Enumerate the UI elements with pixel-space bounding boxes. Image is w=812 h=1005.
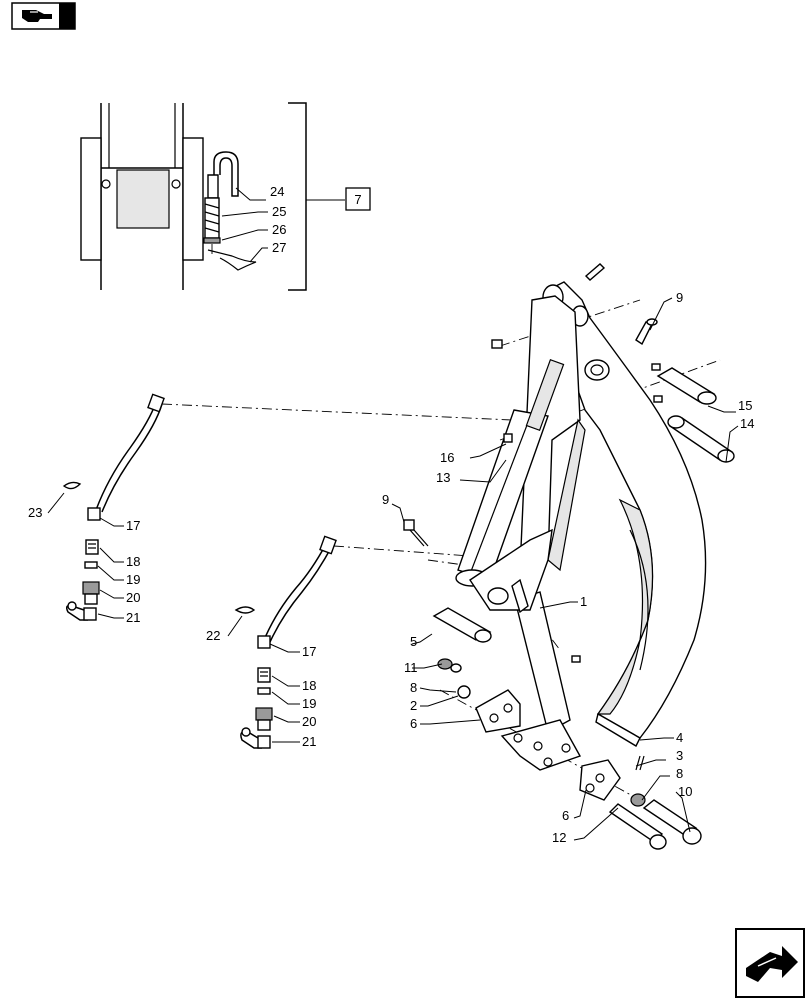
bracket-6-left (475, 689, 521, 733)
grease-fitting-16 (503, 433, 513, 443)
nut-11 (437, 658, 462, 673)
callout-20a: 20 (126, 590, 140, 605)
hand-pointing-back-icon (22, 10, 52, 22)
bolt-top (584, 263, 606, 281)
callout-16: 16 (440, 450, 454, 465)
callout-11: 11 (404, 660, 418, 675)
nut-top (491, 339, 503, 349)
callout-10: 10 (678, 784, 692, 799)
callout-17a: 17 (126, 518, 140, 533)
detail-inset: 7 24 25 26 27 (80, 102, 371, 291)
callout-15: 15 (738, 398, 752, 413)
callout-9-top: 9 (676, 290, 683, 305)
callout-21b: 21 (302, 734, 316, 749)
hand-pointing-forward-icon (746, 946, 798, 982)
pin-12 (608, 803, 667, 850)
callout-23: 23 (28, 505, 42, 520)
callout-13: 13 (436, 470, 450, 485)
callout-6-left: 6 (410, 716, 417, 731)
cotter-pin-3 (635, 755, 645, 771)
callout-leaders (391, 297, 739, 841)
callout-22: 22 (206, 628, 220, 643)
callout-6-right: 6 (562, 808, 569, 823)
pin-10 (642, 799, 702, 845)
callout-1: 1 (580, 594, 587, 609)
nav-next-button[interactable] (735, 928, 805, 998)
callout-21a: 21 (126, 610, 140, 625)
nav-prev-tab (59, 3, 75, 29)
lower-linkage (500, 719, 582, 771)
hose-assembly-left: 23 17 18 19 20 21 (28, 393, 165, 625)
callout-12: 12 (552, 830, 566, 845)
callout-20b: 20 (302, 714, 316, 729)
callout-3: 3 (676, 748, 683, 763)
callout-19b: 19 (302, 696, 316, 711)
callout-14: 14 (740, 416, 754, 431)
callout-5: 5 (410, 634, 417, 649)
callout-4: 4 (676, 730, 683, 745)
pin-14 (667, 415, 735, 463)
detail-reference-label: 7 (354, 192, 361, 207)
callout-8-right: 8 (676, 766, 683, 781)
boom-link (514, 295, 586, 734)
callout-26: 26 (272, 222, 286, 237)
pin-5 (432, 607, 492, 643)
nav-prev-button[interactable] (11, 2, 76, 30)
callout-9-mid: 9 (382, 492, 389, 507)
washer-8-mid (457, 685, 471, 699)
pin-15 (656, 367, 717, 405)
washer-8-right (630, 793, 646, 807)
bolt-9-mid (403, 519, 429, 547)
callout-24: 24 (270, 184, 284, 199)
detail-reference-box[interactable] (345, 187, 371, 211)
bracket-6-right (579, 759, 621, 801)
grease-fittings-small (571, 363, 663, 663)
callout-17b: 17 (302, 644, 316, 659)
elbow-bracket (469, 528, 553, 614)
callout-25: 25 (272, 204, 286, 219)
hose-assembly-middle: 22 17 18 19 20 21 (206, 535, 337, 749)
callout-2: 2 (410, 698, 417, 713)
callout-8-mid: 8 (410, 680, 417, 695)
callout-18a: 18 (126, 554, 140, 569)
callout-18b: 18 (302, 678, 316, 693)
callout-27: 27 (272, 240, 286, 255)
callout-19a: 19 (126, 572, 140, 587)
inset-pivot-boss (116, 169, 170, 229)
inset-spring (204, 197, 220, 239)
